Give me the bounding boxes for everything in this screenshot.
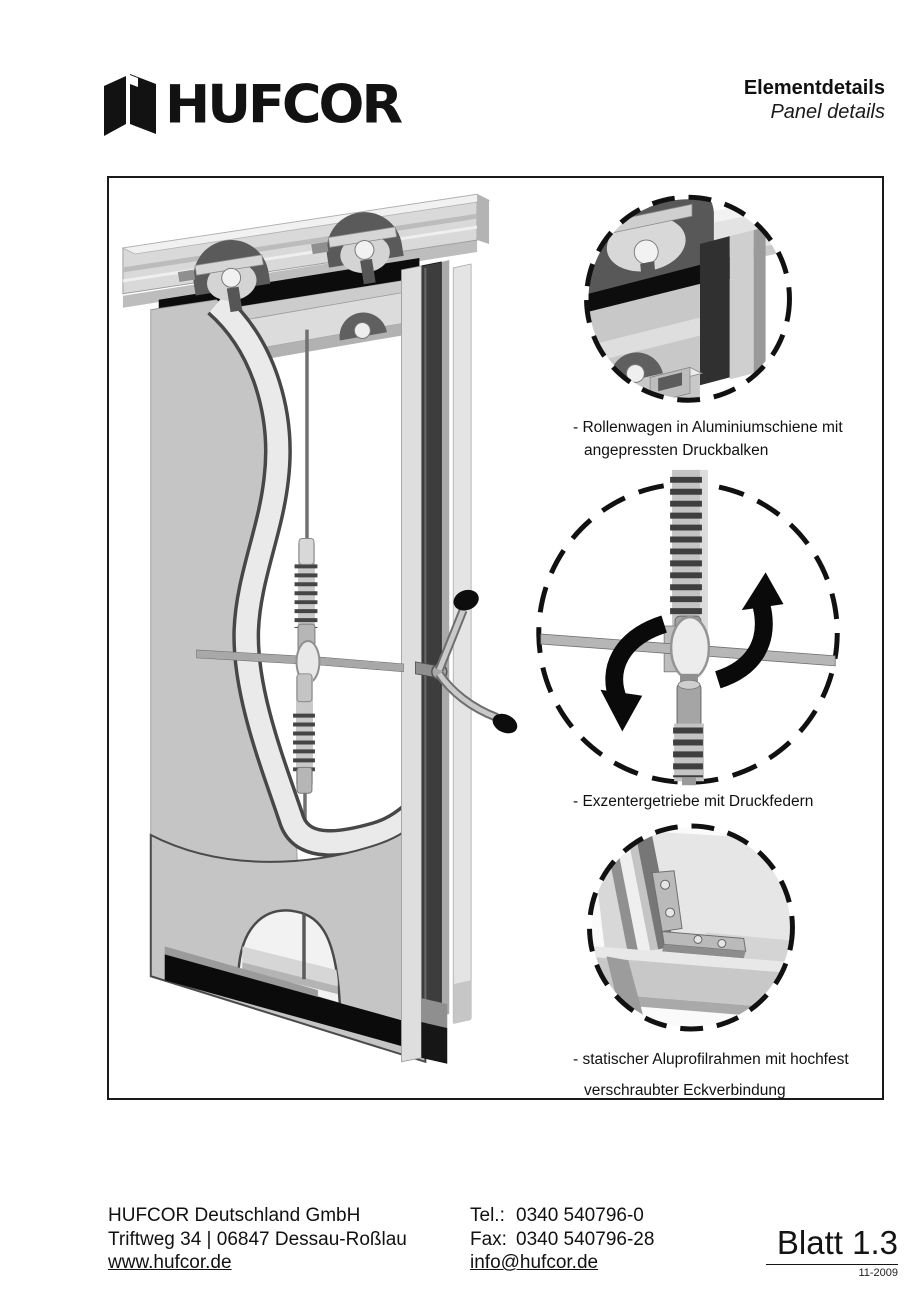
caption-eccentric-gear: - Exzentergetriebe mit Druckfedern — [573, 790, 873, 813]
footer-company: HUFCOR Deutschland GmbH — [108, 1205, 361, 1226]
footer-address: Triftweg 34 | 06847 Dessau-Roßlau — [108, 1228, 407, 1250]
tension-rod-mechanism — [196, 538, 404, 794]
footer-fax-label: Fax: — [470, 1228, 507, 1250]
footer-tel-label: Tel.: — [470, 1205, 505, 1226]
right-frame-profile — [401, 259, 472, 1064]
footer-company-block: HUFCOR Deutschland GmbH Triftweg 34 | 06… — [108, 1204, 407, 1275]
hufcor-logo-icon — [104, 74, 156, 136]
page-title-english: Panel details — [770, 101, 885, 123]
sheet-block: Blatt 1.3 11-2009 — [766, 1226, 898, 1279]
figure-frame: - Rollenwagen in Aluminiumschiene mit an… — [107, 176, 884, 1100]
sheet-rule — [766, 1264, 898, 1265]
caption-roller-line2: angepressten Druckbalken — [584, 442, 769, 459]
caption-corner-line1: - statischer Aluprofilrahmen mit hochfes… — [573, 1051, 849, 1068]
caption-corner-line2: verschraubter Eckverbindung — [584, 1082, 786, 1099]
detail-circle-corner — [587, 823, 795, 1032]
revision-date: 11-2009 — [858, 1267, 898, 1279]
panel-illustration — [121, 193, 840, 1064]
detail-circle-gear — [536, 469, 840, 786]
footer-contact-block: Tel.: 0340 540796-0 Fax: 0340 540796-28 … — [470, 1204, 654, 1275]
roller-carriages — [177, 212, 404, 313]
page-title-german: Elementdetails — [743, 77, 885, 99]
hufcor-logo-text: HUFCOR — [165, 73, 403, 136]
sheet-number: Blatt 1.3 — [776, 1224, 898, 1261]
footer-fax-value: 0340 540796-28 — [516, 1228, 655, 1250]
footer-tel-value: 0340 540796-0 — [516, 1205, 644, 1226]
doc-title: Elementdetails Panel details — [744, 76, 885, 124]
caption-roller-line1: - Rollenwagen in Aluminiumschiene mit — [573, 419, 843, 436]
caption-frame-corner: - statischer Aluprofilrahmen mit hochfes… — [573, 1048, 873, 1102]
hufcor-logo: HUFCOR — [104, 73, 403, 136]
footer-website-link[interactable]: www.hufcor.de — [108, 1252, 232, 1273]
crank-handle — [415, 589, 518, 734]
caption-roller-carriage: - Rollenwagen in Aluminiumschiene mit an… — [573, 416, 873, 462]
footer-email-link[interactable]: info@hufcor.de — [470, 1252, 599, 1273]
panel-body — [149, 257, 434, 1064]
caption-gear-line1: - Exzentergetriebe mit Druckfedern — [573, 793, 814, 810]
detail-circle-roller — [584, 194, 792, 403]
